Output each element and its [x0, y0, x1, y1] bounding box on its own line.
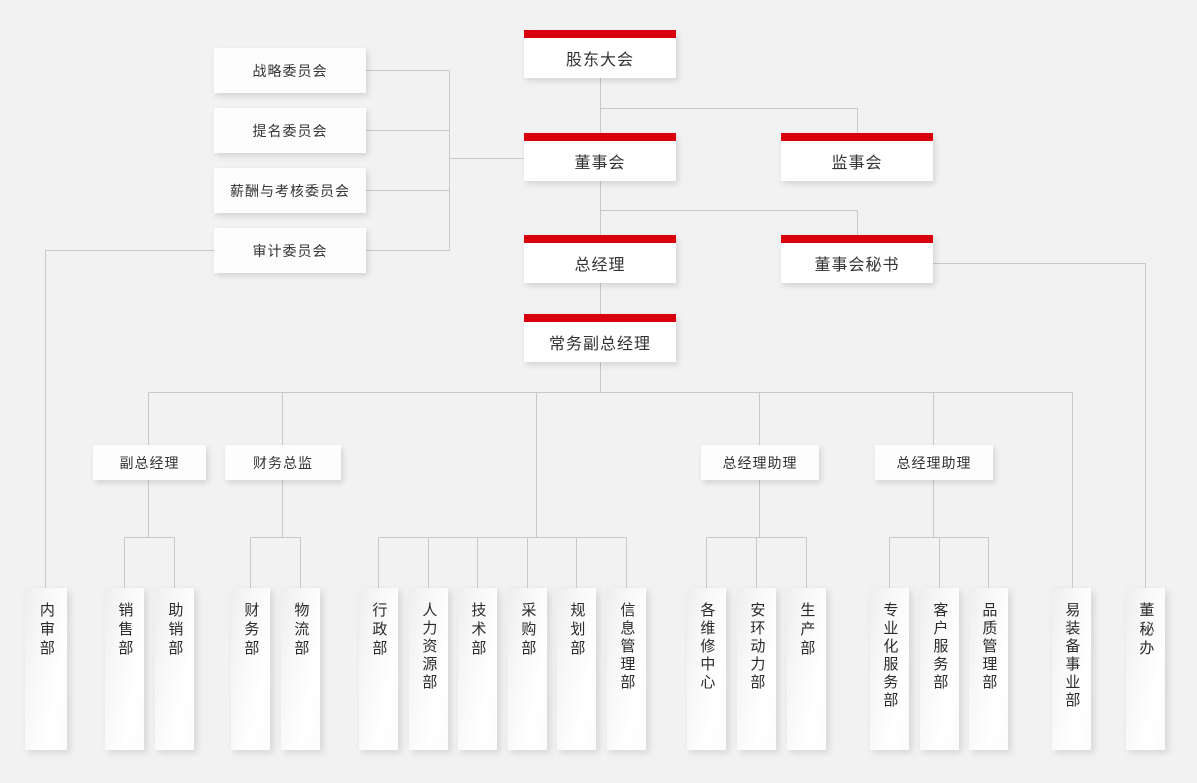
node-label: 常务副总经理 — [548, 336, 651, 353]
department-label: 采购部 — [519, 602, 537, 659]
committee-label: 提名委员会 — [252, 122, 328, 139]
department-technology[interactable]: 技术部 — [458, 588, 497, 750]
node-label: 总经理 — [574, 257, 626, 274]
department-label: 信息管理部 — [618, 602, 636, 692]
wire-boardsec-to-office — [933, 263, 1146, 588]
department-label: 客户服务部 — [931, 602, 949, 692]
department-customer-service[interactable]: 客户服务部 — [920, 588, 959, 750]
department-label: 品质管理部 — [980, 602, 998, 692]
committee-label: 薪酬与考核委员会 — [230, 182, 350, 199]
department-sales-support[interactable]: 助销部 — [155, 588, 194, 750]
committee-label: 战略委员会 — [252, 62, 328, 79]
manager-gm-asst-1[interactable]: 总经理助理 — [701, 445, 819, 480]
manager-label: 总经理助理 — [896, 454, 972, 471]
committee-strategy[interactable]: 战略委员会 — [214, 48, 366, 93]
department-maintenance[interactable]: 各维修中心 — [687, 588, 726, 750]
department-label: 专业化服务部 — [881, 602, 899, 710]
department-label: 安环动力部 — [748, 602, 766, 692]
department-label: 行政部 — [370, 602, 388, 659]
node-label: 股东大会 — [565, 52, 634, 69]
department-internal-audit[interactable]: 内审部 — [25, 588, 67, 750]
department-label: 各维修中心 — [698, 602, 716, 692]
department-easy-equipment[interactable]: 易装备事业部 — [1052, 588, 1091, 750]
committee-compensation[interactable]: 薪酬与考核委员会 — [214, 168, 366, 213]
department-info-management[interactable]: 信息管理部 — [607, 588, 646, 750]
node-label: 董事会秘书 — [814, 257, 900, 274]
department-label: 人力资源部 — [420, 602, 438, 692]
department-board-sec-office[interactable]: 董秘办 — [1126, 588, 1165, 750]
wire-board-split — [600, 181, 858, 235]
department-finance[interactable]: 财务部 — [231, 588, 270, 750]
department-safety-power[interactable]: 安环动力部 — [737, 588, 776, 750]
node-label: 监事会 — [831, 155, 883, 172]
wire-audit-to-internal-audit — [45, 250, 214, 588]
manager-label: 副总经理 — [119, 454, 180, 471]
node-supervisors[interactable]: 监事会 — [781, 133, 933, 181]
node-board[interactable]: 董事会 — [524, 133, 676, 181]
department-label: 生产部 — [798, 602, 816, 659]
manager-cfo[interactable]: 财务总监 — [225, 445, 341, 480]
node-board-sec[interactable]: 董事会秘书 — [781, 235, 933, 283]
department-label: 物流部 — [292, 602, 310, 659]
department-label: 易装备事业部 — [1063, 602, 1081, 710]
committee-audit[interactable]: 审计委员会 — [214, 228, 366, 273]
department-quality[interactable]: 品质管理部 — [969, 588, 1008, 750]
department-procurement[interactable]: 采购部 — [508, 588, 547, 750]
department-sales[interactable]: 销售部 — [105, 588, 144, 750]
manager-gm-asst-2[interactable]: 总经理助理 — [875, 445, 993, 480]
node-label: 董事会 — [574, 155, 626, 172]
department-administration[interactable]: 行政部 — [359, 588, 398, 750]
department-label: 董秘办 — [1137, 602, 1155, 659]
department-label: 规划部 — [568, 602, 586, 659]
department-human-resources[interactable]: 人力资源部 — [409, 588, 448, 750]
committee-nomination[interactable]: 提名委员会 — [214, 108, 366, 153]
wire-shareholders-split — [600, 78, 858, 133]
manager-label: 财务总监 — [253, 454, 313, 471]
node-gm[interactable]: 总经理 — [524, 235, 676, 283]
department-label: 销售部 — [116, 602, 134, 659]
department-label: 内审部 — [37, 602, 55, 659]
manager-vgm[interactable]: 副总经理 — [93, 445, 206, 480]
department-production[interactable]: 生产部 — [787, 588, 826, 750]
department-pro-service[interactable]: 专业化服务部 — [870, 588, 909, 750]
node-exec-vgm[interactable]: 常务副总经理 — [524, 314, 676, 362]
department-label: 财务部 — [242, 602, 260, 659]
department-logistics[interactable]: 物流部 — [281, 588, 320, 750]
manager-label: 总经理助理 — [722, 454, 798, 471]
department-planning[interactable]: 规划部 — [557, 588, 596, 750]
department-label: 技术部 — [469, 602, 487, 659]
committee-label: 审计委员会 — [252, 242, 328, 259]
node-shareholders[interactable]: 股东大会 — [524, 30, 676, 78]
department-label: 助销部 — [166, 602, 184, 659]
